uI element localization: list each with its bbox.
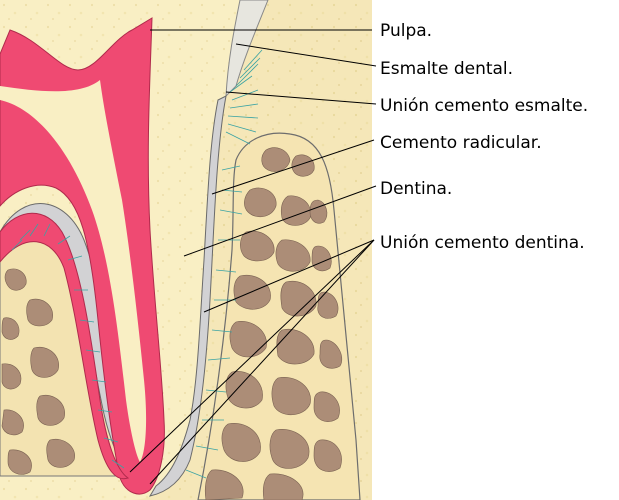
label-cdj: Unión cemento dentina.: [380, 233, 585, 253]
label-pulp: Pulpa.: [380, 21, 432, 41]
labels: Pulpa. Esmalte dental. Unión cemento esm…: [380, 21, 588, 253]
label-dentin: Dentina.: [380, 179, 452, 199]
label-cej: Unión cemento esmalte.: [380, 96, 588, 116]
label-cementum: Cemento radicular.: [380, 133, 542, 153]
label-enamel: Esmalte dental.: [380, 59, 513, 79]
